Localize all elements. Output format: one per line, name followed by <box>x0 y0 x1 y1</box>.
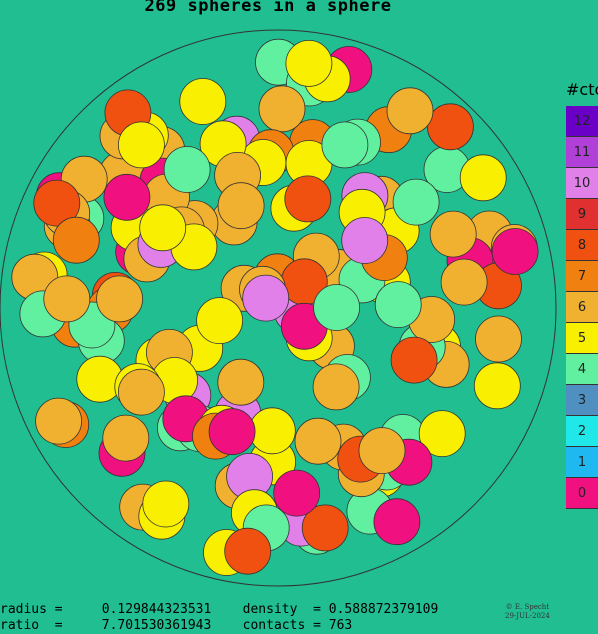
credit-author: © E. Specht <box>505 603 550 611</box>
sphere <box>103 173 151 221</box>
sphere <box>390 336 438 384</box>
sphere <box>117 121 165 169</box>
sphere <box>374 281 422 329</box>
legend-item-5: 5 <box>566 323 598 354</box>
sphere <box>163 146 211 193</box>
legend-item-3: 3 <box>566 385 598 416</box>
sphere <box>33 179 81 227</box>
legend-item-10: 10 <box>566 168 598 199</box>
sphere <box>117 368 165 416</box>
sphere <box>312 363 360 411</box>
sphere <box>392 178 440 226</box>
sphere <box>459 154 507 202</box>
ratio-value: 7.701530361943 <box>101 618 212 633</box>
packed-spheres <box>11 38 539 576</box>
sphere <box>418 410 466 458</box>
stats-panel: radius = 0.129844323531 density = 0.5888… <box>0 602 438 634</box>
contacts-label: contacts = <box>242 618 321 633</box>
page-title: 269 spheres in a sphere <box>144 0 392 16</box>
legend-item-9: 9 <box>566 199 598 230</box>
sphere <box>139 204 187 252</box>
legend-item-8: 8 <box>566 230 598 261</box>
sphere <box>429 210 477 258</box>
sphere <box>273 469 321 517</box>
sphere <box>142 480 190 528</box>
legend-item-2: 2 <box>566 416 598 447</box>
sphere <box>426 103 474 151</box>
sphere <box>475 315 522 363</box>
contacts-value: 763 <box>328 618 353 633</box>
sphere <box>473 362 521 410</box>
sphere <box>358 427 406 475</box>
legend-item-0: 0 <box>566 478 598 509</box>
sphere <box>96 275 143 323</box>
density-value: 0.588872379109 <box>328 602 439 617</box>
sphere <box>258 85 306 133</box>
sphere <box>386 87 434 135</box>
container-sphere-outline <box>0 29 557 587</box>
sphere <box>284 175 332 223</box>
sphere <box>285 40 333 87</box>
sphere-packing-visualization <box>0 29 557 587</box>
legend-title: #ctc <box>566 80 598 99</box>
sphere <box>440 258 488 306</box>
density-label: density = <box>242 602 321 617</box>
legend-item-1: 1 <box>566 447 598 478</box>
sphere <box>52 216 100 264</box>
sphere <box>217 182 265 230</box>
sphere <box>373 498 421 546</box>
sphere <box>196 297 244 345</box>
legend-item-11: 11 <box>566 137 598 168</box>
sphere <box>102 414 150 462</box>
sphere <box>35 397 82 445</box>
ratio-label: ratio = <box>0 618 63 633</box>
sphere <box>294 417 342 465</box>
radius-value: 0.129844323531 <box>101 602 212 617</box>
sphere <box>301 504 349 552</box>
legend-item-4: 4 <box>566 354 598 385</box>
sphere <box>341 217 389 264</box>
sphere <box>224 527 272 575</box>
sphere <box>43 275 91 323</box>
sphere <box>242 274 290 322</box>
sphere <box>248 407 296 455</box>
radius-label: radius = <box>0 602 63 617</box>
credit: © E. Specht 29-JUL-2024 <box>505 603 550 621</box>
sphere <box>313 284 361 331</box>
sphere <box>491 228 539 275</box>
sphere <box>208 408 256 456</box>
sphere <box>217 358 265 406</box>
legend-item-6: 6 <box>566 292 598 323</box>
sphere <box>321 121 369 169</box>
legend-item-7: 7 <box>566 261 598 292</box>
credit-date: 29-JUL-2024 <box>505 612 550 620</box>
legend-item-12: 12 <box>566 106 598 137</box>
sphere <box>179 78 227 125</box>
